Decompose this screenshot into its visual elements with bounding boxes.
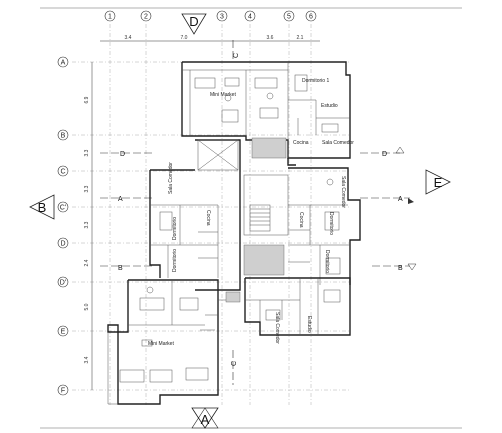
row-label-c-prime: C' <box>60 205 66 212</box>
room-estudio-bottom: Estudio <box>306 316 312 333</box>
axis-label-6: 6 <box>309 14 313 21</box>
room-cocina-right: Cocina <box>298 212 304 228</box>
room-sala-comedor-right: Sala Comedor <box>340 176 346 208</box>
room-mini-market-top: Mini Market <box>210 92 236 98</box>
svg-text:B: B <box>38 200 47 215</box>
room-dormitorio-left: Dormitorio <box>172 217 178 240</box>
svg-text:3.3: 3.3 <box>84 185 90 192</box>
svg-text:3.4: 3.4 <box>125 35 132 41</box>
room-dormitorio-right: Dormitorio <box>328 212 334 235</box>
room-sala-comedor-top: Sala Comedor <box>322 140 354 146</box>
svg-text:D: D <box>120 151 125 158</box>
room-mini-market-bottom: Mini Market <box>148 341 174 347</box>
room-cocina-left: Cocina <box>205 210 211 226</box>
axis-label-5: 5 <box>287 14 291 21</box>
row-label-a: A <box>61 60 66 67</box>
svg-text:D: D <box>189 14 198 29</box>
row-axis-markers: A B C C' D D' E F <box>57 56 69 396</box>
svg-text:E: E <box>434 175 443 190</box>
svg-text:C: C <box>231 361 238 366</box>
svg-text:2.1: 2.1 <box>297 35 304 41</box>
svg-text:B: B <box>398 265 403 272</box>
svg-text:3.3: 3.3 <box>84 221 90 228</box>
room-sala-comedor-left: Sala Comedor <box>168 162 174 194</box>
column-axis-markers: 1 2 3 4 5 6 <box>104 10 317 22</box>
row-label-e: E <box>61 329 66 336</box>
row-label-d-prime: D' <box>60 280 66 287</box>
axis-bubble-1 <box>104 10 116 22</box>
svg-text:3.6: 3.6 <box>267 35 274 41</box>
svg-text:2.4: 2.4 <box>84 259 90 266</box>
top-dimension-line: 3.4 7.0 3.6 2.1 <box>100 35 320 42</box>
svg-text:3.3: 3.3 <box>84 149 90 156</box>
svg-text:7.0: 7.0 <box>181 35 188 41</box>
axis-label-1: 1 <box>108 14 112 21</box>
axis-bubble-2 <box>140 10 152 22</box>
furniture <box>119 74 341 383</box>
axis-label-3: 3 <box>220 14 224 21</box>
building-outline <box>107 61 361 405</box>
svg-text:A: A <box>398 196 403 203</box>
room-cocina-top: Cocina <box>293 140 309 146</box>
svg-text:B: B <box>118 265 123 272</box>
row-label-f: F <box>61 388 65 395</box>
room-dormitorio-left-2: Dormitorio <box>172 249 178 272</box>
svg-text:D: D <box>382 151 387 158</box>
svg-text:5.0: 5.0 <box>84 303 90 310</box>
axis-bubble-6 <box>305 10 317 22</box>
room-dormitorio-1: Dormitorio 1 <box>302 78 329 84</box>
room-dormitorio-right-2: Dormitorio <box>324 250 330 273</box>
elevation-mark-top: D <box>181 13 207 35</box>
axis-bubble-3 <box>216 10 228 22</box>
svg-text:3.4: 3.4 <box>84 356 90 363</box>
row-label-d: D <box>60 241 65 248</box>
room-sala-comedor-bottom: Sala Comedor <box>274 312 280 344</box>
room-labels: Mini Market Dormitorio 1 Estudio Cocina … <box>148 78 354 347</box>
axis-bubble-5 <box>283 10 295 22</box>
axis-label-2: 2 <box>144 14 148 21</box>
svg-text:A: A <box>201 412 210 427</box>
left-dimension-line: 6.9 3.3 3.3 3.3 2.4 5.0 3.4 <box>84 62 93 390</box>
row-label-b: B <box>61 133 66 140</box>
room-estudio: Estudio <box>321 103 338 109</box>
axis-bubble-4 <box>244 10 256 22</box>
svg-text:6.9: 6.9 <box>84 96 90 103</box>
svg-text:A: A <box>118 196 123 203</box>
axis-label-4: 4 <box>248 14 252 21</box>
elevation-mark-bottom: A <box>191 407 219 429</box>
row-label-c: C <box>60 169 65 176</box>
svg-text:C: C <box>233 53 240 58</box>
elevation-mark-right: E <box>425 169 451 195</box>
elevation-mark-left: B <box>29 194 55 220</box>
section-cuts: D D A A B B C C <box>100 40 417 385</box>
